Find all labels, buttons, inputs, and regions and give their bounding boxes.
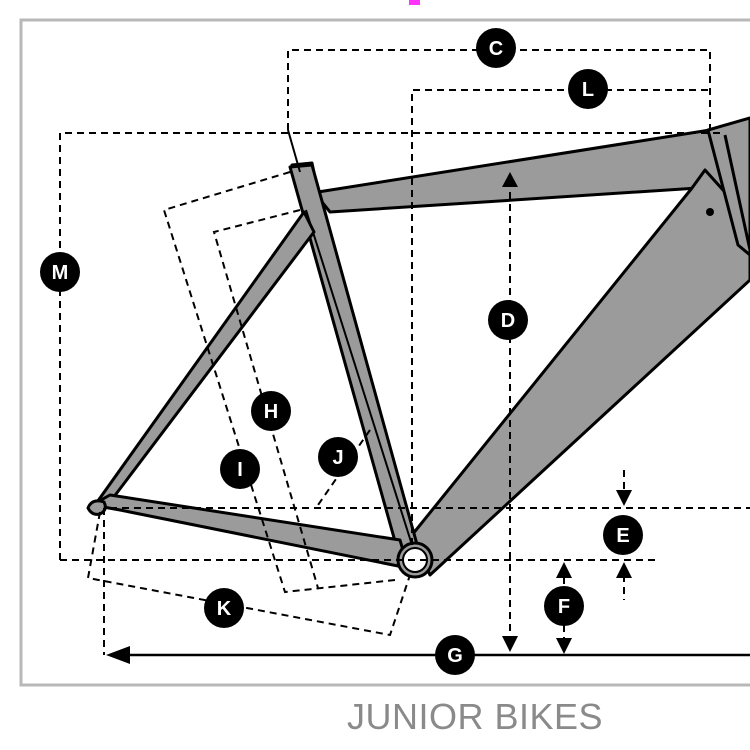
label-f-text: F <box>558 596 570 618</box>
category-caption: JUNIOR BIKES <box>346 696 604 737</box>
dim-arrow-d-up <box>502 172 518 187</box>
label-c-text: C <box>489 38 503 60</box>
dim-line-m <box>59 132 720 560</box>
label-e: E <box>603 515 643 555</box>
label-l-badge <box>568 69 608 109</box>
diagram-border <box>19 18 750 687</box>
label-m: M <box>40 252 80 292</box>
label-f-badge <box>544 586 584 626</box>
label-g-badge <box>435 635 475 675</box>
dim-line-i <box>212 209 319 589</box>
label-i: I <box>220 449 260 489</box>
bike-frame <box>86 116 750 579</box>
dimension-lines <box>59 49 750 664</box>
label-c-badge <box>476 28 516 68</box>
top-accent-mark <box>409 0 420 5</box>
label-d-text: D <box>501 310 515 332</box>
label-k: K <box>204 588 244 628</box>
head-tube-line <box>723 134 750 251</box>
seat-tube-line <box>305 209 413 546</box>
label-i-text: I <box>237 459 243 481</box>
label-d-badge <box>488 300 528 340</box>
label-i-badge <box>220 449 260 489</box>
label-l-text: L <box>582 79 594 101</box>
label-m-badge <box>40 252 80 292</box>
label-d: D <box>488 300 528 340</box>
label-j-text: J <box>332 447 343 469</box>
label-m-text: M <box>52 262 69 284</box>
down-tube <box>410 168 750 577</box>
label-c: C <box>476 28 516 68</box>
label-k-text: K <box>217 598 232 620</box>
dim-line-l <box>411 89 710 545</box>
label-e-text: E <box>616 525 629 547</box>
head-tube-dot <box>706 208 714 216</box>
chain-stay <box>90 493 410 570</box>
label-g: G <box>435 635 475 675</box>
dim-arrow-f-up <box>556 562 572 578</box>
label-k-badge <box>204 588 244 628</box>
dim-line-h <box>162 171 396 594</box>
dim-arrow-g-left <box>106 646 130 664</box>
label-h: H <box>251 391 291 431</box>
rear-dropout <box>86 499 107 516</box>
top-tube <box>290 128 740 214</box>
label-f: F <box>544 586 584 626</box>
seatpost-line <box>287 129 301 173</box>
label-l: L <box>568 69 608 109</box>
head-tube <box>706 116 750 257</box>
dim-arrow-d-down <box>502 636 518 652</box>
dim-arrow-e-up <box>616 562 632 578</box>
label-e-badge <box>603 515 643 555</box>
label-h-badge <box>251 391 291 431</box>
dim-arrow-e-down <box>616 490 632 506</box>
dim-arrow-f-down <box>556 638 572 654</box>
label-j-badge <box>318 437 358 477</box>
dim-line-j <box>317 429 371 506</box>
label-g-text: G <box>447 645 463 667</box>
label-h-text: H <box>264 401 278 423</box>
label-j: J <box>318 437 358 477</box>
